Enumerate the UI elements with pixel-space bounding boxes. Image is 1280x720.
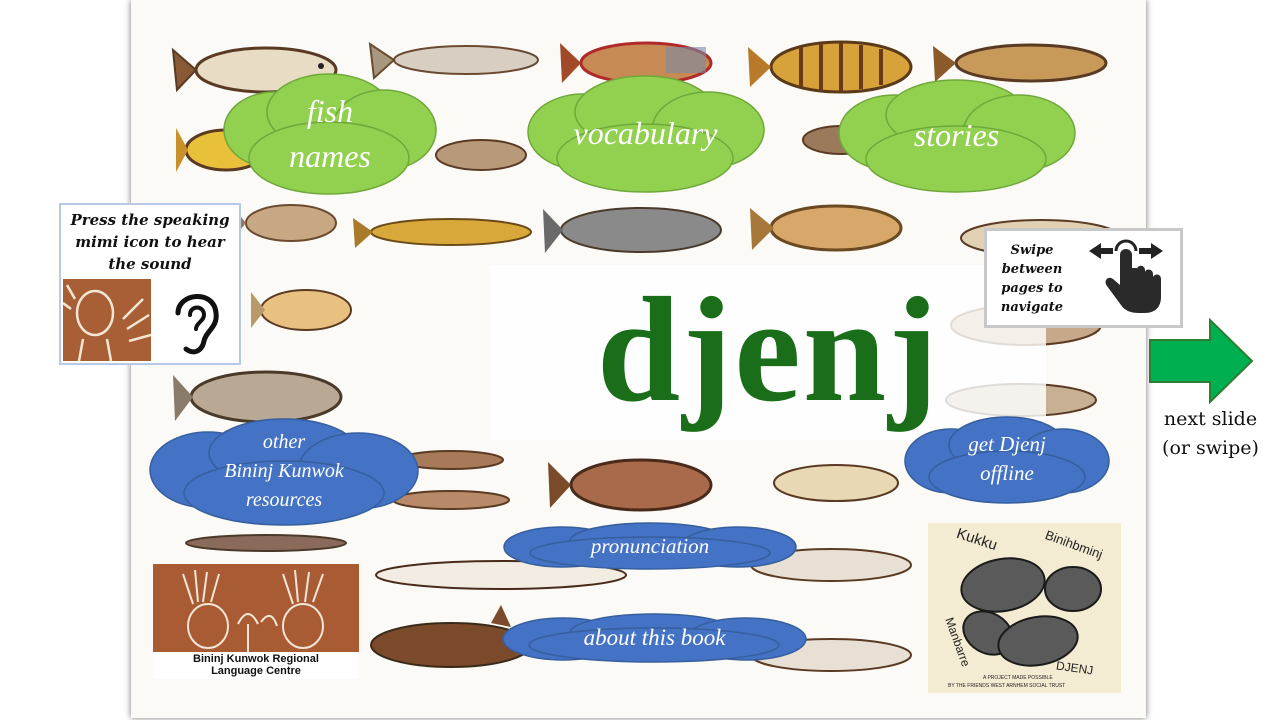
fish-drawing <box>773 464 899 502</box>
swipe-line1: Swipe <box>1010 243 1054 258</box>
fish-names-button[interactable]: fish names <box>219 70 441 197</box>
cover-fish-art <box>960 557 1102 667</box>
vocabulary-button[interactable]: vocabulary <box>523 72 768 195</box>
cloud-shape <box>149 418 419 526</box>
next-line2: (or swipe) <box>1162 437 1259 459</box>
sound-help-text: Press the speaking mimi icon to hear the… <box>61 209 239 275</box>
offline-line2: offline <box>980 461 1034 485</box>
help-line2: mimi icon to hear <box>75 233 225 251</box>
next-slide-label: next slide (or swipe) <box>1148 405 1273 463</box>
logo-caption: Bininj Kunwok Regional Language Centre <box>153 652 359 679</box>
vocabulary-label: vocabulary <box>573 115 718 151</box>
logo-line1: Bininj Kunwok Regional <box>193 653 319 665</box>
bininj-kunwok-logo[interactable]: Bininj Kunwok Regional Language Centre <box>153 564 359 679</box>
fish-drawing <box>560 41 713 85</box>
swipe-line3: pages to <box>1001 281 1063 296</box>
help-line1: Press the speaking <box>70 211 230 229</box>
title-slide: djenj fish names vocabulary <box>131 0 1146 718</box>
other-resources-button[interactable]: other Bininj Kunwok resources <box>148 415 420 527</box>
fish-names-line1: fish <box>306 92 354 129</box>
next-slide-arrow-icon[interactable] <box>1148 318 1254 404</box>
mimi-figures-art <box>182 569 324 652</box>
cover-credit-2: BY THE FRIENDS WEST ARNHEM SOCIAL TRUST <box>948 683 1066 689</box>
cloud-shape <box>503 522 797 570</box>
cloud-shape <box>838 79 1076 193</box>
next-line1: next slide <box>1163 408 1258 430</box>
page-title: djenj <box>491 265 1046 440</box>
cover-credit-1: A PROJECT MADE POSSIBLE <box>983 675 1053 681</box>
swipe-help-panel: Swipe between pages to navigate <box>984 228 1183 328</box>
speaking-mimi-icon[interactable] <box>63 279 151 361</box>
fish-drawing <box>933 43 1108 83</box>
get-offline-button[interactable]: get Djenj offline <box>901 413 1113 505</box>
pronunciation-button[interactable]: pronunciation <box>502 521 798 571</box>
fish-drawing <box>543 207 722 253</box>
fish-drawing <box>368 41 539 81</box>
about-book-button[interactable]: about this book <box>501 612 808 664</box>
fish-drawing <box>251 289 352 331</box>
other-line3: resources <box>245 488 323 511</box>
fish-drawing <box>435 139 527 171</box>
swipe-line4: navigate <box>1000 300 1064 315</box>
fish-drawing <box>750 204 903 252</box>
swipe-help-text: Swipe between pages to navigate <box>991 241 1073 317</box>
cloud-shape <box>904 416 1110 504</box>
mimi-figure-icon <box>63 284 151 361</box>
other-line1: other <box>262 430 306 453</box>
about-label: about this book <box>583 625 726 650</box>
stories-button[interactable]: stories <box>834 75 1079 195</box>
book-cover-image[interactable]: Kukku Binihbminj Manbarre DJENJ A PROJEC… <box>928 523 1121 693</box>
fish-drawing <box>375 560 627 590</box>
swipe-gesture-icon <box>1089 239 1163 313</box>
fish-drawing <box>353 218 532 248</box>
fish-drawing <box>185 534 347 552</box>
fish-drawing <box>231 204 337 242</box>
cloud-shape <box>223 73 437 195</box>
offline-line1: get Djenj <box>968 432 1046 456</box>
pronunciation-label: pronunciation <box>590 533 710 558</box>
fish-drawing <box>548 458 713 512</box>
sound-help-panel: Press the speaking mimi icon to hear the… <box>59 203 241 365</box>
logo-line2: Language Centre <box>211 665 301 677</box>
other-line2: Bininj Kunwok <box>224 459 344 482</box>
swipe-line2: between <box>1001 262 1063 277</box>
ear-icon[interactable] <box>166 283 226 359</box>
fish-names-line2: names <box>289 137 371 174</box>
cloud-shape <box>502 613 807 663</box>
help-line3: the sound <box>108 255 192 273</box>
cloud-shape <box>527 75 765 193</box>
stories-label: stories <box>913 116 1000 153</box>
fish-drawing <box>748 40 913 94</box>
